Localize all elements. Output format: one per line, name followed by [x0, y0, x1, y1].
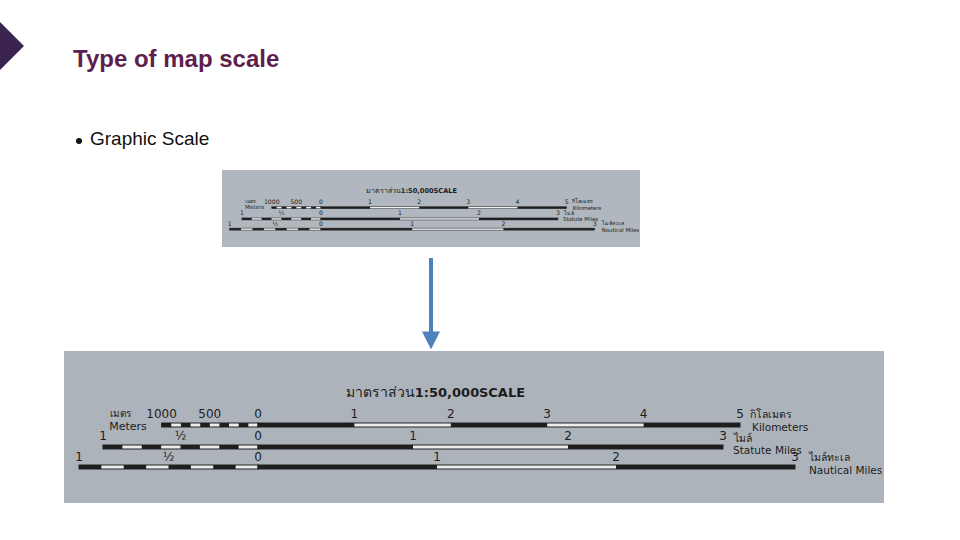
bullet-dot [76, 138, 82, 144]
scale-text: Nautical Miles [809, 465, 882, 476]
scale-text: กิโลเมตร [750, 409, 792, 420]
scale-photo-large [64, 351, 884, 503]
scale-text: ½ [163, 451, 175, 463]
scale-text: 4 [640, 408, 648, 420]
scale-text: 2 [447, 408, 455, 420]
scale-text: ½ [175, 430, 187, 442]
scale-text: ½ [272, 221, 278, 227]
scale-text: Nautical Miles [602, 228, 639, 233]
scale-text: Meters [109, 421, 147, 432]
scale-text: Kilometers [573, 206, 602, 211]
scale-text: 0 [319, 199, 323, 205]
scale-text: 3 [791, 451, 799, 463]
scale-text: 1 [433, 451, 441, 463]
scale-text: 1:50,000 [401, 188, 434, 195]
scale-text: 2 [612, 451, 620, 463]
scale-text: ½ [278, 210, 284, 216]
scale-text: 0 [254, 451, 262, 463]
scale-text: มาตราส่วน [366, 187, 401, 194]
scale-text: 1 [398, 210, 402, 216]
scale-text: 0 [254, 408, 262, 420]
scale-text: 1:50,000 [415, 386, 479, 399]
scale-text: 1 [368, 199, 372, 205]
scale-text: 500 [290, 199, 302, 205]
scale-text: 1 [409, 430, 417, 442]
scale-text: 2 [417, 199, 421, 205]
scale-text: เมตร [245, 200, 256, 205]
scale-text: 3 [593, 221, 597, 227]
scale-text: ไมล์ทะเล [602, 221, 624, 226]
scale-text: Kilometers [752, 422, 808, 433]
slide-title: Type of map scale [73, 46, 279, 72]
scale-text: เมตร [110, 409, 131, 419]
scale-text: 1 [240, 210, 244, 216]
bullet-text: Graphic Scale [90, 129, 209, 150]
scale-text: มาตราส่วน [346, 385, 415, 399]
scale-text: กิโลเมตร [572, 199, 593, 204]
scale-text: ไมล์ [734, 433, 752, 444]
scale-bars-small [230, 207, 595, 230]
scale-text: 1 [228, 221, 232, 227]
scale-text: 1 [75, 451, 83, 463]
scale-text: ไมล์ทะเล [809, 452, 850, 463]
scale-text: 4 [516, 199, 520, 205]
scale-photo: มาตราส่วน1:50,000SCALEเมตรMeters10005000… [64, 351, 884, 503]
scale-text: 1 [351, 408, 359, 420]
scale-text: 5 [736, 408, 744, 420]
scale-text: SCALE [479, 386, 525, 399]
scale-text: 3 [466, 199, 470, 205]
scale-text: 1 [99, 430, 107, 442]
scale-bars-large [79, 423, 795, 469]
scale-text: 1 [410, 221, 414, 227]
scale-text: 2 [477, 210, 481, 216]
scale-text: ไมล์ [564, 212, 574, 217]
corner-diamond [0, 22, 24, 70]
scale-text: SCALE [434, 188, 457, 195]
scale-text: 3 [719, 430, 727, 442]
scale-text: 0 [319, 210, 323, 216]
scale-text: 1000 [146, 408, 177, 420]
scale-text: 500 [198, 408, 221, 420]
scale-photo: มาตราส่วน1:50,000SCALEเมตรMeters10005000… [222, 170, 640, 247]
scale-photo-small [222, 170, 640, 247]
scale-text: 1000 [264, 199, 280, 205]
scale-text: 0 [254, 430, 262, 442]
scale-text: 2 [501, 221, 505, 227]
down-arrow [429, 258, 433, 335]
scale-text: 3 [556, 210, 560, 216]
scale-text: 3 [543, 408, 551, 420]
scale-text: 5 [565, 199, 569, 205]
scale-text: Meters [245, 205, 264, 211]
scale-text: 0 [319, 221, 323, 227]
scale-text: 2 [564, 430, 572, 442]
